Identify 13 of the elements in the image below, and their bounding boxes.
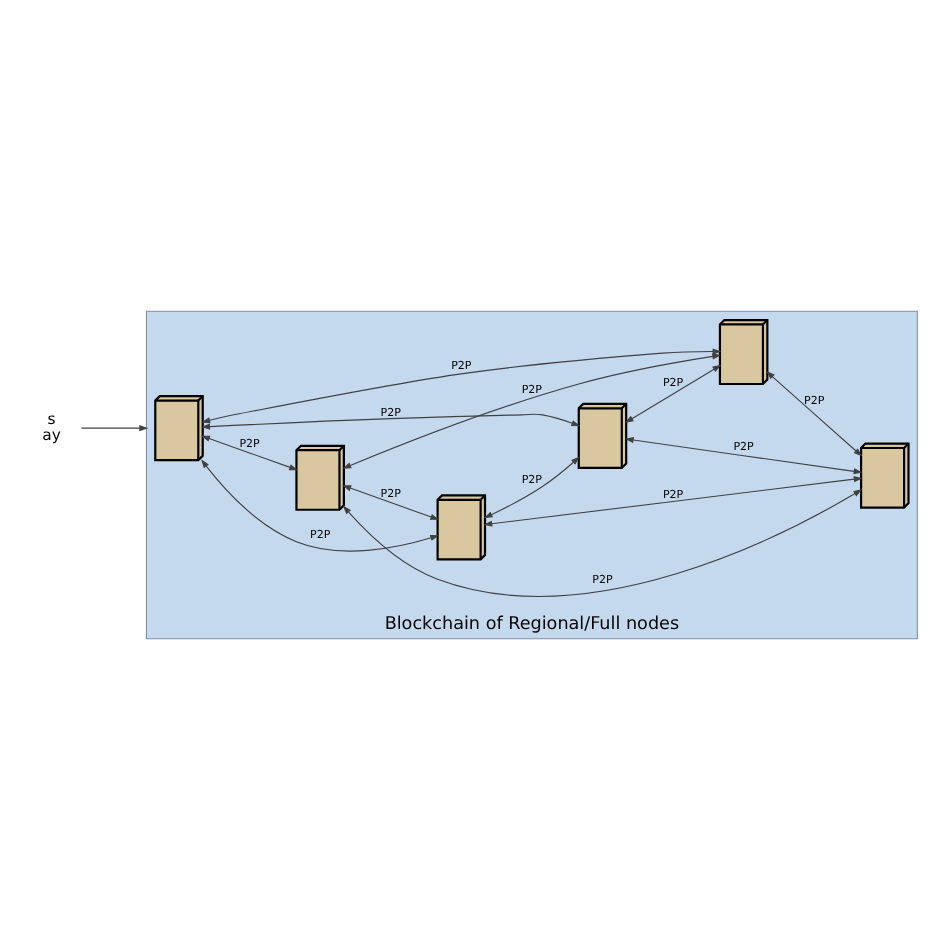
arrow: [766, 370, 863, 456]
arrow: [201, 434, 298, 470]
arrow: [201, 347, 722, 423]
arrow: [201, 458, 440, 551]
arrow: [342, 484, 440, 519]
arrow: [624, 436, 863, 474]
arrow: [483, 475, 863, 526]
arrow: [483, 455, 580, 518]
arrow: [624, 363, 722, 423]
arrow: [201, 412, 581, 429]
arrow: [80, 424, 149, 431]
arrow: [342, 488, 863, 596]
arrow: [342, 352, 722, 468]
